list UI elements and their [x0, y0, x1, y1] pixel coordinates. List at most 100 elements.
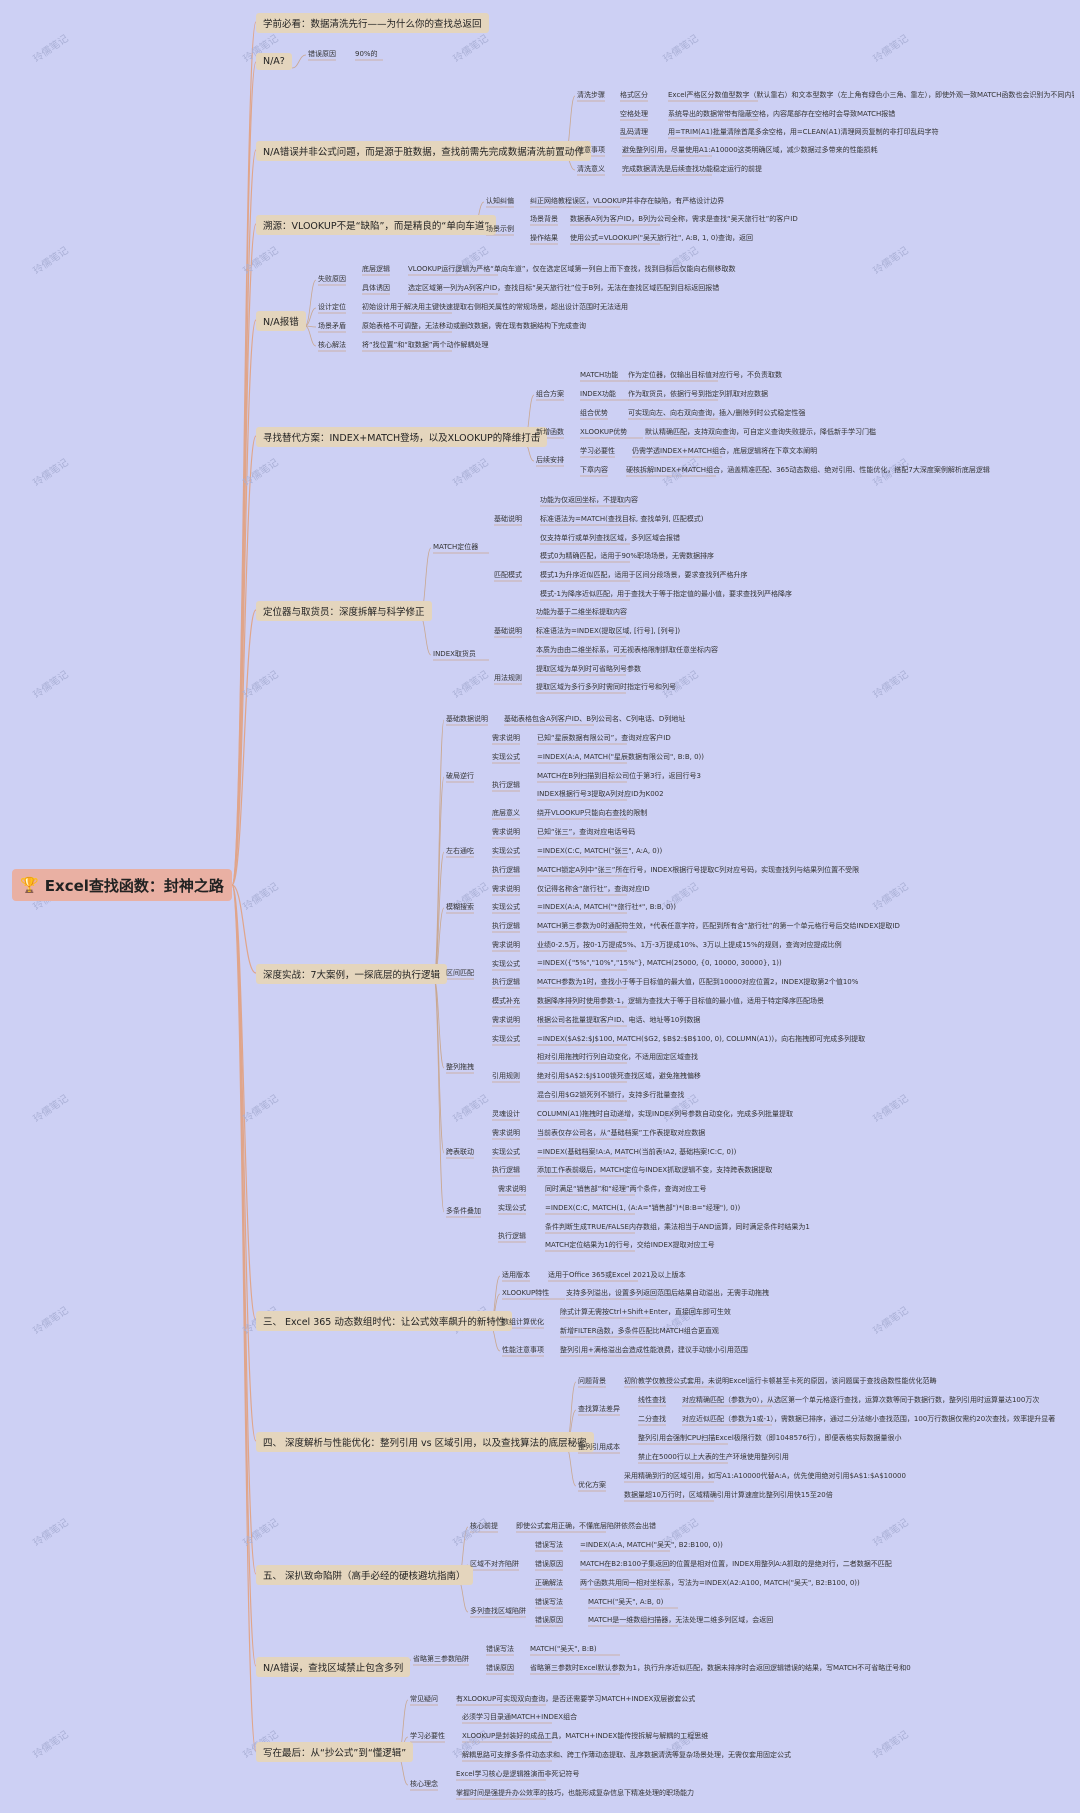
child-node[interactable]: 仍需学透INDEX+MATCH组合，底层逻辑将在下章文本阐明	[632, 447, 818, 455]
child-node[interactable]: 场景矛盾	[318, 322, 346, 330]
child-node[interactable]: MATCH("吴天", A:B, 0)	[588, 1598, 664, 1606]
child-node[interactable]: 认知纠偏	[486, 197, 514, 205]
child-node[interactable]: 数据量超10万行时，区域精确引用计算速度比整列引用快15至20倍	[624, 1491, 833, 1499]
child-node[interactable]: 基础说明	[494, 627, 522, 635]
child-node[interactable]: 省略第三参数陷阱	[413, 1655, 469, 1663]
child-node[interactable]: 需求说明	[492, 1129, 520, 1137]
child-node[interactable]: 基础表格包含A列客户ID、B列公司名、C列电话、D列地址	[504, 715, 686, 723]
branch-node[interactable]: 五、 深扒致命陷阱（高手必经的硬核避坑指南）	[256, 1565, 473, 1585]
child-node[interactable]: 执行逻辑	[492, 978, 520, 986]
child-node[interactable]: 初阶教学仅教授公式套用，未说明Excel运行卡顿甚至卡死的原因，该问题属于查找函…	[624, 1377, 937, 1385]
child-node[interactable]: 组合优势	[580, 409, 608, 417]
child-node[interactable]: 数据表A列为客户ID，B列为公司全称，需求是查找“吴天旅行社”的客户ID	[570, 215, 798, 223]
child-node[interactable]: 省略第三参数时Excel默认参数为1，执行升序近似匹配，数据未排序时会返回逻辑错…	[530, 1664, 911, 1672]
child-node[interactable]: 灵魂设计	[492, 1110, 520, 1118]
child-node[interactable]: 学习必要性	[410, 1732, 445, 1740]
child-node[interactable]: 性能注意事项	[502, 1346, 544, 1354]
child-node[interactable]: 提取区域为单列时可省略列号参数	[536, 665, 641, 673]
branch-node[interactable]: N/A?	[256, 53, 292, 70]
child-node[interactable]: 禁止在5000行以上大表的生产环境使用整列引用	[638, 1453, 789, 1461]
child-node[interactable]: 空格处理	[620, 110, 648, 118]
child-node[interactable]: 可实现向左、向右双向查询，插入/删除列时公式稳定性强	[628, 409, 806, 417]
child-node[interactable]: =INDEX(基础档案!A:A, MATCH(当前表!A2, 基础档案!C:C,…	[537, 1148, 737, 1156]
child-node[interactable]: MATCH("吴天", B:B)	[530, 1645, 597, 1653]
child-node[interactable]: XLOOKUP是封装好的成品工具，MATCH+INDEX能传授拆解与解耦的工程思…	[462, 1732, 709, 1740]
child-node[interactable]: 标准语法为=INDEX(提取区域, [行号], [列号])	[536, 627, 681, 635]
child-node[interactable]: MATCH锁定A列中“张三”所在行号，INDEX根据行号提取C列对应号码，实现查…	[537, 866, 860, 874]
child-node[interactable]: 区域不对齐陷阱	[470, 1560, 519, 1568]
child-node[interactable]: 硬核拆解INDEX+MATCH组合，涵盖精准匹配、365动态数组、绝对引用、性能…	[626, 466, 990, 474]
child-node[interactable]: 作为取货员，依据行号到指定列抓取对应数据	[628, 390, 768, 398]
child-node[interactable]: 破局逆行	[446, 772, 474, 780]
child-node[interactable]: INDEX取货员	[433, 650, 476, 658]
child-node[interactable]: 需求说明	[492, 828, 520, 836]
child-node[interactable]: 错误原因	[535, 1616, 563, 1624]
child-node[interactable]: 失败原因	[318, 275, 346, 283]
child-node[interactable]: 底层意义	[492, 809, 520, 817]
child-node[interactable]: 场景示例	[486, 225, 514, 233]
child-node[interactable]: =INDEX(A:A, MATCH("吴天", B2:B100, 0))	[580, 1541, 723, 1549]
child-node[interactable]: MATCH功能	[580, 371, 619, 379]
child-node[interactable]: XLOOKUP优势	[580, 428, 628, 436]
child-node[interactable]: MATCH第三参数为0时通配符生效，*代表任意字符，匹配到所有含“旅行社”的第一…	[537, 922, 900, 930]
child-node[interactable]: 错误写法	[535, 1541, 563, 1549]
child-node[interactable]: 除式计算无需按Ctrl+Shift+Enter，直接回车即可生效	[560, 1308, 731, 1316]
child-node[interactable]: 整列引用会强制CPU扫描Excel极限行数（即1048576行），即便表格实际数…	[638, 1434, 902, 1442]
child-node[interactable]: 添加工作表前缀后，MATCH定位与INDEX抓取逻辑不变，支持跨表数据提取	[537, 1166, 773, 1174]
child-node[interactable]: 已知“张三”，查询对应电话号码	[537, 828, 636, 836]
child-node[interactable]: 系统导出的数据常带有隐蔽空格，内容尾部存在空格时会导致MATCH报错	[668, 110, 896, 118]
child-node[interactable]: MATCH定位器	[433, 543, 479, 551]
child-node[interactable]: 错误原因	[308, 50, 336, 58]
child-node[interactable]: 注意事项	[577, 146, 605, 154]
branch-node[interactable]: 定位器与取货员：深度拆解与科学修正	[256, 601, 432, 621]
child-node[interactable]: 基础数据说明	[446, 715, 488, 723]
child-node[interactable]: 标准语法为=MATCH(查找目标, 查找单列, 匹配模式)	[540, 515, 704, 523]
child-node[interactable]: 实现公式	[492, 847, 520, 855]
child-node[interactable]: 模式0为精确匹配，适用于90%职场场景，无需数据排序	[540, 552, 715, 560]
child-node[interactable]: 跨表联动	[446, 1148, 474, 1156]
child-node[interactable]: 条件判断生成TRUE/FALSE内存数组，乘法相当于AND运算，同时满足条件时结…	[545, 1223, 810, 1231]
child-node[interactable]: 优化方案	[578, 1481, 606, 1489]
child-node[interactable]: 90%的	[355, 50, 378, 58]
child-node[interactable]: 绕开VLOOKUP只能向右查找的限制	[537, 809, 648, 817]
child-node[interactable]: 模式-1为降序近似匹配，用于查找大于等于指定值的最小值，要求查找列严格降序	[540, 590, 792, 598]
child-node[interactable]: 执行逻辑	[492, 1166, 520, 1174]
child-node[interactable]: 初始设计用于解决用主键快速提取右侧相关属性的常规场景，超出设计范围时无法适用	[362, 303, 628, 311]
child-node[interactable]: 绝对引用$A$2:$J$100锁死查找区域，避免拖拽偏移	[537, 1072, 701, 1080]
child-node[interactable]: 模糊搜索	[446, 903, 474, 911]
child-node[interactable]: 错误写法	[535, 1598, 563, 1606]
child-node[interactable]: 整列引用+满格溢出会造成性能浪费，建议手动锁小引用范围	[560, 1346, 748, 1354]
child-node[interactable]: INDEX根据行号3提取A列对应ID为K002	[537, 790, 664, 798]
child-node[interactable]: 清洗意义	[577, 165, 605, 173]
child-node[interactable]: 执行逻辑	[498, 1232, 526, 1240]
child-node[interactable]: 问题背景	[578, 1377, 606, 1385]
child-node[interactable]: 用法规则	[494, 674, 522, 682]
child-node[interactable]: 原始表格不可调整，无法移动或删改数据，需在现有数据结构下完成查询	[362, 322, 586, 330]
child-node[interactable]: 采用精确到行的区域引用，如写A1:A10000代替A:A，优先使用绝对引用$A$…	[624, 1472, 906, 1480]
child-node[interactable]: 实现公式	[492, 753, 520, 761]
child-node[interactable]: 执行逻辑	[492, 781, 520, 789]
child-node[interactable]: 实现公式	[492, 1035, 520, 1043]
child-node[interactable]: 引用规则	[492, 1072, 520, 1080]
child-node[interactable]: 解耦思路可支撑多条件动态求和、跨工作薄动态提取、乱序数据清洗等复杂场景处理，无需…	[462, 1751, 791, 1759]
child-node[interactable]: 掌握时间是强提升办公效率的技巧，也能形成复杂信息下精准处理的职场能力	[456, 1789, 694, 1797]
branch-node[interactable]: 深度实战：7大案例，一探底层的执行逻辑	[256, 964, 448, 984]
child-node[interactable]: 仅记得名称含“旅行社”，查询对应ID	[537, 885, 650, 893]
child-node[interactable]: 执行逻辑	[492, 866, 520, 874]
child-node[interactable]: 组合方案	[536, 390, 564, 398]
child-node[interactable]: 新增函数	[536, 428, 564, 436]
child-node[interactable]: 本质为由由二维坐标系，可无视表格限制抓取任意坐标内容	[536, 646, 718, 654]
child-node[interactable]: 功能为基于二维坐标提取内容	[536, 608, 627, 616]
child-node[interactable]: 格式区分	[620, 91, 648, 99]
child-node[interactable]: 使用公式=VLOOKUP("吴天旅行社", A:B, 1, 0)查询，返回	[570, 234, 754, 242]
child-node[interactable]: 根据公司名批量提取客户ID、电话、地址等10列数据	[537, 1016, 701, 1024]
child-node[interactable]: MATCH参数为1时，查找小于等于目标值的最大值，匹配到10000对应位置2，I…	[537, 978, 859, 986]
child-node[interactable]: 将“找位置”和“取数据”两个动作解耦处理	[362, 341, 489, 349]
child-node[interactable]: 需求说明	[492, 734, 520, 742]
child-node[interactable]: 有XLOOKUP可实现双向查询，是否还需要学习MATCH+INDEX双层嵌套公式	[456, 1695, 696, 1703]
child-node[interactable]: MATCH定位结果为1的行号，交给INDEX提取对应工号	[545, 1241, 715, 1249]
child-node[interactable]: 下章内容	[580, 466, 608, 474]
child-node[interactable]: 常见疑问	[410, 1695, 438, 1703]
child-node[interactable]: 需求说明	[492, 885, 520, 893]
child-node[interactable]: 核心前提	[470, 1522, 498, 1530]
